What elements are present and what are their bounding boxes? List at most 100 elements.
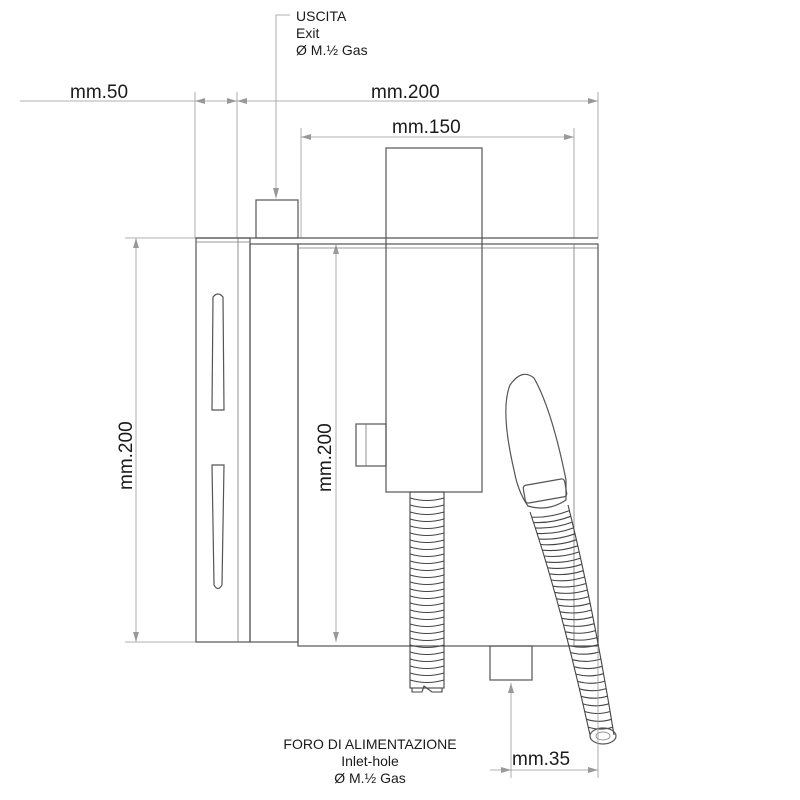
probe-hose-rib xyxy=(545,557,581,563)
probe-hose-rib xyxy=(556,596,589,601)
dimension-arrow xyxy=(195,98,205,104)
probe-hose-rib xyxy=(588,726,613,730)
outlet-label-line1: USCITA xyxy=(296,8,347,24)
cable-rib xyxy=(409,602,445,607)
inlet-label-line3: Ø M.½ Gas xyxy=(334,770,406,786)
dimension-arrow xyxy=(333,244,339,254)
intake-slot-lower xyxy=(211,464,225,590)
cable-rib xyxy=(409,651,445,656)
dimension-arrow xyxy=(227,98,237,104)
probe-hose-rib xyxy=(538,533,576,540)
probe-hose-rib xyxy=(565,630,596,634)
dimension-arrow xyxy=(564,134,574,140)
probe-hose-rib xyxy=(552,582,587,588)
bottom-dimension: mm.35 xyxy=(490,646,599,778)
dimension-arrow xyxy=(301,134,311,140)
cable-rib xyxy=(409,518,445,523)
probe-hose-rib xyxy=(540,539,577,546)
cable-rib xyxy=(409,504,445,509)
cable-rib xyxy=(409,574,445,579)
dimension-arrow xyxy=(501,767,511,773)
probe-hose-rib xyxy=(575,673,604,677)
probe-hose-rib xyxy=(570,651,600,655)
probe-hose-rib xyxy=(535,521,573,529)
probe-hose-rib xyxy=(581,695,608,699)
probe-hose-rib xyxy=(563,623,595,627)
probe-hose-rib xyxy=(584,710,611,715)
probe-hose-rib xyxy=(544,551,580,558)
outlet-label: USCITA Exit Ø M.½ Gas xyxy=(273,8,368,199)
cable-straight xyxy=(409,491,445,693)
probe-hose-rib xyxy=(533,515,571,524)
cable-rib xyxy=(409,665,445,670)
dimension-arrow xyxy=(133,238,139,248)
cable-rib xyxy=(409,679,445,684)
probe-hose-rib xyxy=(551,576,585,582)
probe-hose-rib xyxy=(554,589,588,594)
probe-hose-rib xyxy=(547,563,583,569)
probe-hose-rib xyxy=(579,688,607,692)
inlet-label-line2: Inlet-hole xyxy=(341,753,399,769)
probe-hose-rib xyxy=(577,680,606,684)
top-dimensions: mm.50 mm.200 mm.150 xyxy=(20,82,599,238)
probe-hose-rib xyxy=(537,527,574,535)
dimension-inner-height: mm.200 xyxy=(315,423,336,492)
device-body xyxy=(195,147,599,681)
dimension-box-width: mm.150 xyxy=(392,117,461,138)
cable-rib xyxy=(409,567,445,572)
dimension-inlet-offset: mm.35 xyxy=(512,749,570,770)
dimension-arrow xyxy=(133,632,139,642)
probe-hose-rib xyxy=(531,510,570,518)
cable-rib xyxy=(409,637,445,642)
cable-end xyxy=(411,685,443,693)
cable-rib xyxy=(409,525,445,530)
main-housing xyxy=(297,243,599,647)
inlet-fitting xyxy=(489,645,533,681)
outlet-leader-arrow xyxy=(273,188,279,199)
probe-hose-rib xyxy=(568,644,599,648)
dimension-outer-height: mm.200 xyxy=(116,421,137,490)
connector-strip xyxy=(249,243,299,643)
probe-hose-rib xyxy=(558,602,591,607)
outlet-fitting xyxy=(255,199,299,239)
cable-rib xyxy=(409,658,445,663)
probe-hose-bore xyxy=(595,731,611,741)
outlet-label-line2: Exit xyxy=(296,25,319,41)
left-vertical-dimension: mm.200 xyxy=(116,237,196,643)
cable-rib xyxy=(409,560,445,565)
cable-rib xyxy=(409,623,445,628)
cable-rib xyxy=(409,553,445,558)
probe-hose-rib xyxy=(559,609,592,614)
probe-hose xyxy=(505,373,617,745)
probe-hose-rib xyxy=(549,570,584,576)
probe-hose-end xyxy=(589,727,617,745)
probe-hose-rib xyxy=(573,665,603,670)
inlet-label-line1: FORO DI ALIMENTAZIONE xyxy=(283,736,456,752)
inlet-arrow xyxy=(508,683,514,693)
cable-rib xyxy=(409,609,445,614)
control-box xyxy=(385,147,483,493)
probe-head xyxy=(505,373,567,509)
probe-hose-rib xyxy=(586,718,612,722)
cable-rib xyxy=(409,595,445,600)
cable-rib xyxy=(409,532,445,537)
probe-hose-edge-left xyxy=(529,511,591,736)
probe-collar xyxy=(522,478,568,504)
cable-rib xyxy=(409,546,445,551)
cable-rib xyxy=(409,630,445,635)
probe-hose-rib xyxy=(582,703,609,707)
control-box-side-tab xyxy=(355,423,387,467)
inner-vertical-dimension: mm.200 xyxy=(315,244,339,642)
dimension-arrow xyxy=(333,632,339,642)
cable-rib xyxy=(409,588,445,593)
dimension-total-width: mm.200 xyxy=(371,82,440,103)
cable-rib xyxy=(409,581,445,586)
probe-hose-rib xyxy=(542,545,578,552)
cable-rib xyxy=(409,672,445,677)
cable-rib xyxy=(409,616,445,621)
dimension-arrow xyxy=(588,98,598,104)
cable-rib xyxy=(409,644,445,649)
cable-rib xyxy=(409,539,445,544)
inlet-label: FORO DI ALIMENTAZIONE Inlet-hole Ø M.½ G… xyxy=(283,736,456,786)
